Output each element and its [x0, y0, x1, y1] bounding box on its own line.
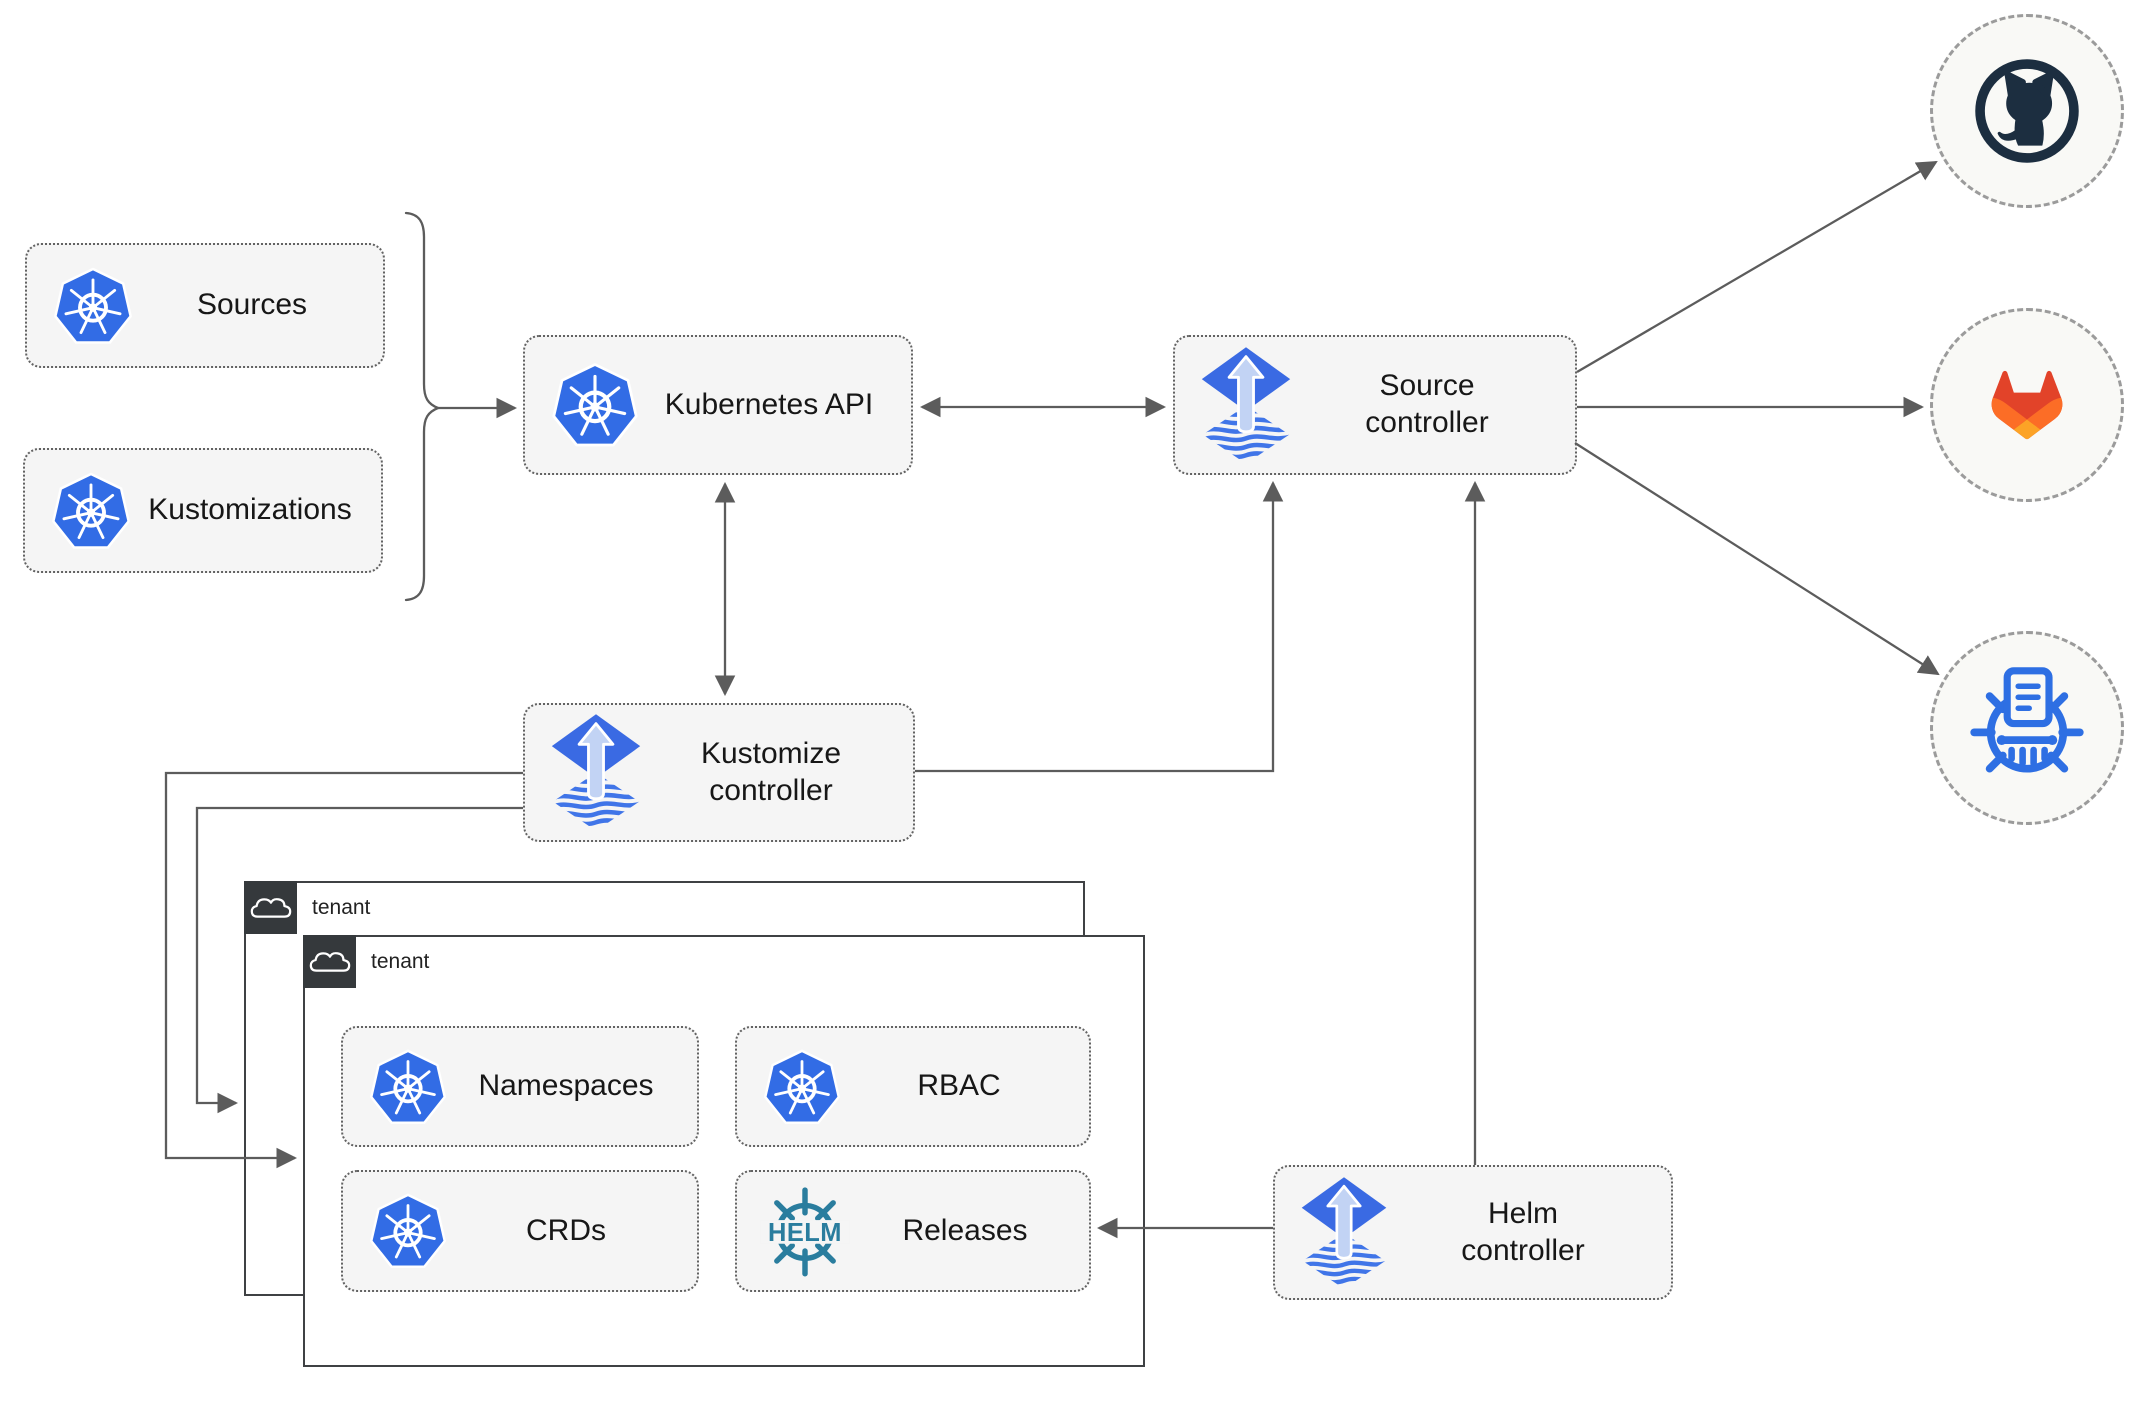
node-label: Releases	[902, 1213, 1028, 1247]
tenant-tab	[244, 881, 297, 934]
flux-icon	[1299, 1177, 1389, 1289]
tenant-label: tenant	[371, 950, 430, 973]
cloud-icon	[309, 951, 350, 972]
node-label: RBAC	[917, 1069, 1001, 1103]
node-label: Source controller	[1365, 369, 1489, 439]
flux-icon	[549, 714, 643, 831]
node-label: Namespaces	[478, 1069, 654, 1103]
node-source-controller: Source controller	[1173, 335, 1577, 475]
endpoint-gitlab	[1930, 308, 2124, 502]
node-rbac: RBAC	[735, 1026, 1091, 1147]
gitlab-icon	[1991, 370, 2063, 440]
flux-icon	[1199, 347, 1293, 464]
node-kubernetes-api: Kubernetes API	[523, 335, 913, 475]
kubernetes-icon	[367, 1046, 449, 1128]
node-label: Kubernetes API	[664, 387, 874, 421]
node-label: Helm controller	[1461, 1196, 1585, 1267]
node-label: Sources	[196, 288, 308, 322]
node-releases: HELM Releases	[735, 1170, 1091, 1292]
tenant-tab	[303, 935, 356, 988]
tenant-group-front: tenant	[303, 935, 1145, 1367]
node-namespaces: Namespaces	[341, 1026, 699, 1147]
helm-icon: HELM	[755, 1180, 855, 1282]
kubernetes-icon	[549, 359, 641, 451]
endpoint-chartmuseum	[1930, 631, 2124, 825]
node-kustomizations: Kustomizations	[23, 448, 383, 573]
node-helm-controller: Helm controller	[1273, 1165, 1673, 1300]
endpoint-github	[1930, 14, 2124, 208]
helm-logo-text: HELM	[768, 1219, 842, 1247]
kubernetes-icon	[367, 1190, 449, 1272]
kubernetes-icon	[761, 1046, 843, 1128]
edge-source-chartmuseum	[1574, 442, 1940, 676]
node-label: Kustomizations	[148, 493, 352, 527]
tenant-label: tenant	[312, 896, 371, 919]
node-sources: Sources	[25, 243, 385, 368]
edge-source-github	[1576, 160, 1938, 373]
cloud-icon	[250, 897, 291, 918]
kubernetes-icon	[49, 469, 133, 553]
brace	[404, 211, 442, 602]
edge-kustomize-source	[915, 480, 1284, 773]
node-kustomize-controller: Kustomize controller	[523, 703, 915, 842]
chartmuseum-icon	[1970, 667, 2084, 773]
node-crds: CRDs	[341, 1170, 699, 1292]
kubernetes-icon	[51, 264, 135, 348]
github-icon	[1975, 59, 2079, 163]
node-label: CRDs	[526, 1213, 606, 1247]
node-label: Kustomize controller	[700, 736, 842, 807]
